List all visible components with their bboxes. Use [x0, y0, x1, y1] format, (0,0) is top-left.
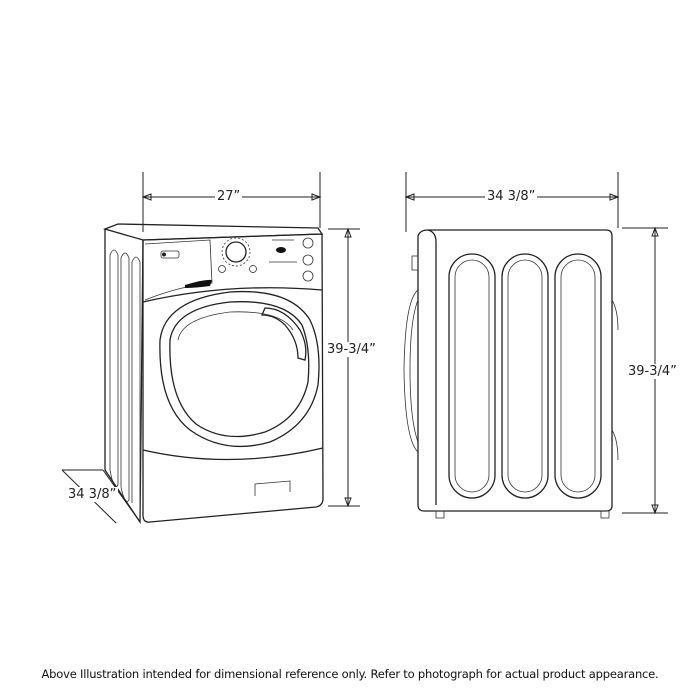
front-width-label: 27”: [215, 189, 243, 204]
disclaimer-caption: Above Illustration intended for dimensio…: [41, 667, 659, 681]
front-dimension-lines: [61, 172, 360, 524]
front-washer-illustration: [102, 223, 324, 525]
front-depth-label: 34 3/8”: [66, 487, 119, 502]
side-dimension-lines: [404, 172, 668, 515]
front-height-label: 39-3/4”: [325, 342, 378, 357]
side-height-label: 39-3/4”: [626, 364, 679, 379]
side-depth-label: 34 3/8”: [485, 189, 538, 204]
side-washer-illustration: [403, 229, 619, 519]
